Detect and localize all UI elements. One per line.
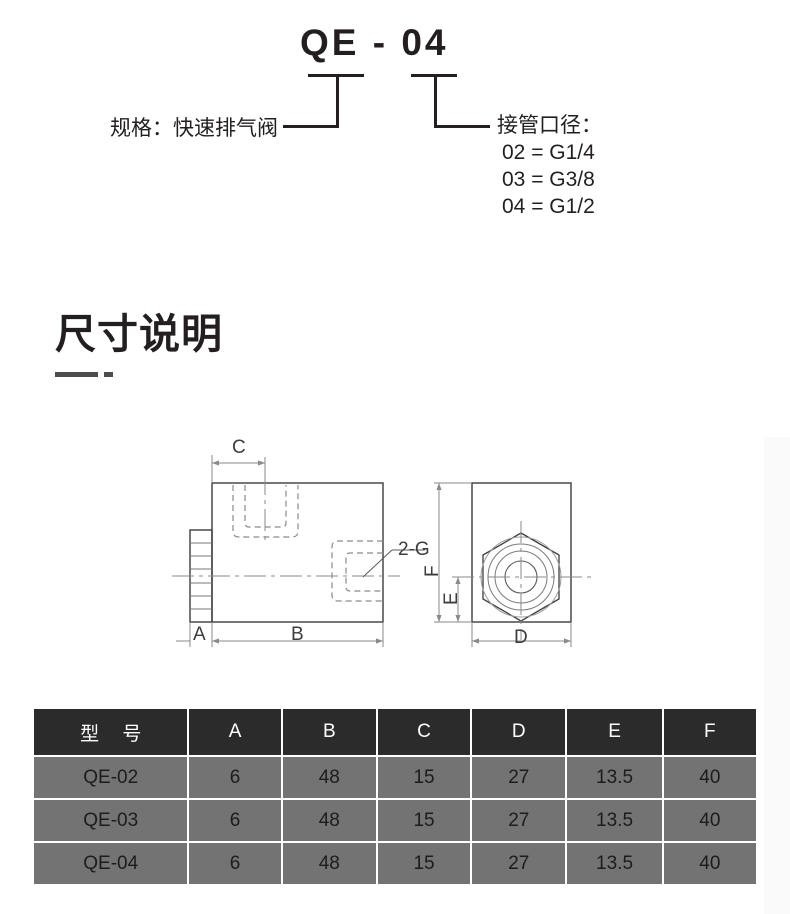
top-port-hidden-outline: [232, 485, 299, 538]
cell-a: 6: [189, 800, 281, 841]
dim-label-f: F: [422, 565, 443, 577]
dimension-drawing: C A B D 2-G F E: [0, 425, 790, 675]
dim-label-d: D: [514, 627, 528, 648]
e-arrow-bottom: [455, 615, 461, 622]
cell-model: QE-03: [34, 800, 188, 841]
cell-d: 27: [472, 800, 566, 841]
port-size-legend-title: 接管口径：: [497, 114, 602, 137]
column-header-e: E: [567, 709, 662, 755]
dimension-table-head: 型 号 A B C D E F: [34, 709, 756, 755]
cell-b: 48: [282, 843, 376, 884]
cell-e: 13.5: [567, 843, 662, 884]
dimensions-section-heading: 尺寸说明: [55, 311, 223, 357]
table-row: QE-02 6 48 15 27 13.5 40: [34, 757, 756, 798]
column-header-model: 型 号: [34, 709, 188, 755]
dim-label-c: C: [232, 437, 246, 458]
right-edge-band: [764, 437, 790, 914]
thread-lines: [190, 542, 212, 610]
right-bracket-leader: [434, 125, 490, 128]
model-code-section: QE - 04 规格：快速排气阀 接管口径： 02 = G1/4 03 = G3…: [0, 0, 790, 265]
port-option-02: 02 = G1/4: [502, 141, 595, 164]
cell-a: 6: [189, 843, 281, 884]
dim-label-a: A: [193, 624, 206, 645]
table-row: QE-04 6 48 15 27 13.5 40: [34, 843, 756, 884]
d-arrow-right: [564, 638, 571, 644]
c-arrow-right: [258, 460, 265, 466]
dim-label-e: E: [441, 592, 462, 605]
dimension-table-body: QE-02 6 48 15 27 13.5 40 QE-03 6 48 15 2…: [34, 757, 756, 884]
cell-model: QE-02: [34, 757, 188, 798]
cell-f: 40: [663, 800, 756, 841]
column-header-a: A: [189, 709, 281, 755]
cell-e: 13.5: [567, 757, 662, 798]
cell-c: 15: [377, 757, 471, 798]
heading-underline-long: [55, 372, 98, 377]
column-header-f: F: [663, 709, 756, 755]
b-arrow-right: [376, 638, 383, 644]
cell-e: 13.5: [567, 800, 662, 841]
f-arrow-top: [436, 483, 442, 490]
f-arrow-bottom: [436, 615, 442, 622]
cell-b: 48: [282, 757, 376, 798]
cell-c: 15: [377, 800, 471, 841]
cell-f: 40: [663, 843, 756, 884]
port-size-legend: 接管口径： 02 = G1/4 03 = G3/8 04 = G1/2: [497, 112, 602, 220]
drawing-svg: C A B D 2-G F E: [172, 437, 592, 648]
dim-label-b: B: [291, 624, 304, 645]
d-arrow-left: [472, 638, 479, 644]
top-port-inner-hidden-outline: [244, 485, 287, 528]
cell-model: QE-04: [34, 843, 188, 884]
dim-label-ports: 2-G: [398, 539, 430, 560]
port-option-04: 04 = G1/2: [502, 195, 595, 218]
column-header-d: D: [472, 709, 566, 755]
ports-leader-line: [362, 549, 393, 578]
table-row: QE-03 6 48 15 27 13.5 40: [34, 800, 756, 841]
cell-d: 27: [472, 843, 566, 884]
b-arrow-left: [212, 638, 219, 644]
spec-description-label: 规格：快速排气阀: [110, 117, 278, 140]
side-port-inner-hidden-outline: [345, 552, 383, 592]
e-arrow-top: [455, 577, 461, 584]
model-code-title: QE - 04: [300, 22, 449, 63]
right-bracket-stem: [434, 74, 437, 128]
heading-underline-short: [104, 372, 113, 377]
cell-b: 48: [282, 800, 376, 841]
c-arrow-left: [212, 460, 219, 466]
port-option-03: 03 = G3/8: [502, 168, 595, 191]
left-bracket-stem: [336, 74, 339, 128]
cell-d: 27: [472, 757, 566, 798]
table-header-row: 型 号 A B C D E F: [34, 709, 756, 755]
dimension-table: 型 号 A B C D E F QE-02 6 48 15 27 13.5 40…: [32, 707, 758, 886]
left-bracket-leader: [283, 125, 339, 128]
cell-a: 6: [189, 757, 281, 798]
column-header-c: C: [377, 709, 471, 755]
cell-c: 15: [377, 843, 471, 884]
side-port-hidden-outline: [331, 540, 383, 602]
cell-f: 40: [663, 757, 756, 798]
column-header-b: B: [282, 709, 376, 755]
